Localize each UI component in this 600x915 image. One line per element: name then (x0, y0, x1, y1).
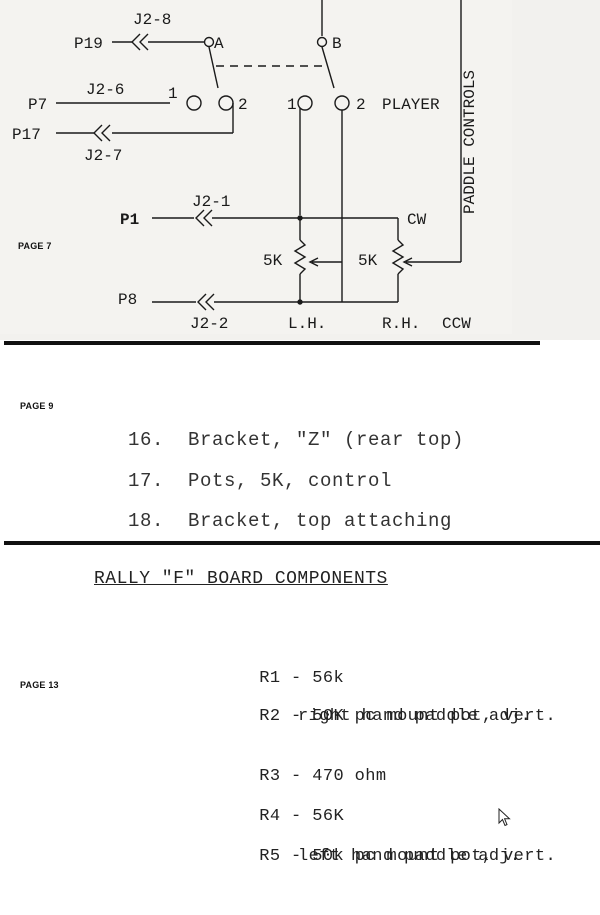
label-1-player: 1 (287, 96, 297, 114)
label-b: B (332, 35, 342, 53)
component-ref: R4 (259, 807, 281, 826)
switch-arm-b (321, 46, 335, 89)
page9-tag: PAGE 9 (20, 401, 54, 411)
label-j2-7: J2-7 (84, 147, 122, 165)
schematic-paper (0, 0, 512, 334)
paddle-schematic: J2-8 P19 A B J2-6 1 P7 2 1 2 PLAYER P17 … (12, 0, 479, 333)
component-row-r2: R2 - 50K pc mount pot, vert. (259, 707, 557, 726)
components-title: RALLY "F" BOARD COMPONENTS (94, 569, 388, 589)
pot-left-resistor (293, 239, 307, 275)
mouse-pointer-icon (498, 808, 511, 827)
label-a: A (214, 35, 224, 53)
component-ref: R3 (259, 767, 281, 786)
switch-arm-a (208, 46, 219, 89)
terminal-1-left (186, 95, 202, 111)
component-ref: R5 (259, 847, 281, 866)
connector-j2-2 (197, 293, 215, 311)
connector-j2-8 (131, 33, 149, 51)
component-row-r3: R3 - 470 ohm (259, 767, 387, 786)
label-p7: P7 (28, 96, 47, 114)
component-desc: 56k (312, 669, 345, 688)
component-desc-continued: right hand paddle adj. (298, 707, 532, 726)
terminal-2-player (334, 95, 350, 111)
label-lh: L.H. (288, 315, 326, 333)
pot-left-wiper (308, 257, 342, 267)
component-ref: R2 (259, 707, 281, 726)
divider-page9 (4, 541, 600, 545)
label-ccw: CCW (442, 315, 471, 333)
label-p1: P1 (120, 211, 139, 229)
component-desc: 50K pc mount pot, vert. (312, 707, 557, 726)
label-p19: P19 (74, 35, 103, 53)
component-desc: 50k pc mount pot, vert. (312, 847, 557, 866)
pot-right-wiper (402, 257, 413, 267)
page13-tag: PAGE 13 (20, 680, 59, 690)
terminal-2-left (218, 95, 234, 111)
connector-j2-1 (195, 209, 213, 227)
component-ref: R1 (259, 669, 281, 688)
label-rh: R.H. (382, 315, 420, 333)
component-row-r5: R5 - 50k pc mount pot, vert. (259, 847, 557, 866)
label-p17: P17 (12, 126, 41, 144)
list-item: 17. Pots, 5K, control (128, 470, 393, 492)
label-j2-1: J2-1 (192, 193, 230, 211)
label-player: PLAYER (382, 96, 440, 114)
switch-terminal-b (316, 36, 328, 48)
component-desc-continued: left hand paddle adj. (298, 847, 521, 866)
label-j2-6: J2-6 (86, 81, 124, 99)
pot-right-resistor (391, 239, 405, 275)
component-desc: 56K (312, 807, 345, 826)
label-cw: CW (407, 211, 427, 229)
label-paddle-controls: PADDLE CONTROLS (461, 70, 479, 214)
component-desc: 470 ohm (312, 767, 387, 786)
label-p8: P8 (118, 291, 137, 309)
label-2-left: 2 (238, 96, 248, 114)
connector-j2-7 (93, 124, 111, 142)
page7-schematic-panel: J2-8 P19 A B J2-6 1 P7 2 1 2 PLAYER P17 … (0, 0, 600, 340)
label-pot-right: 5K (358, 252, 378, 270)
label-pot-left: 5K (263, 252, 283, 270)
terminal-1-player (297, 95, 313, 111)
switch-terminal-a (203, 36, 215, 48)
divider-page7 (4, 341, 540, 345)
label-1-left: 1 (168, 85, 178, 103)
page7-tag: PAGE 7 (18, 241, 52, 251)
component-row-r4: R4 - 56K (259, 807, 345, 826)
component-row-r1: R1 - 56k (259, 669, 345, 688)
list-item: 18. Bracket, top attaching (128, 510, 453, 532)
label-j2-2: J2-2 (190, 315, 228, 333)
label-2-player: 2 (356, 96, 366, 114)
label-j2-8: J2-8 (133, 11, 171, 29)
list-item: 16. Bracket, "Z" (rear top) (128, 429, 465, 451)
